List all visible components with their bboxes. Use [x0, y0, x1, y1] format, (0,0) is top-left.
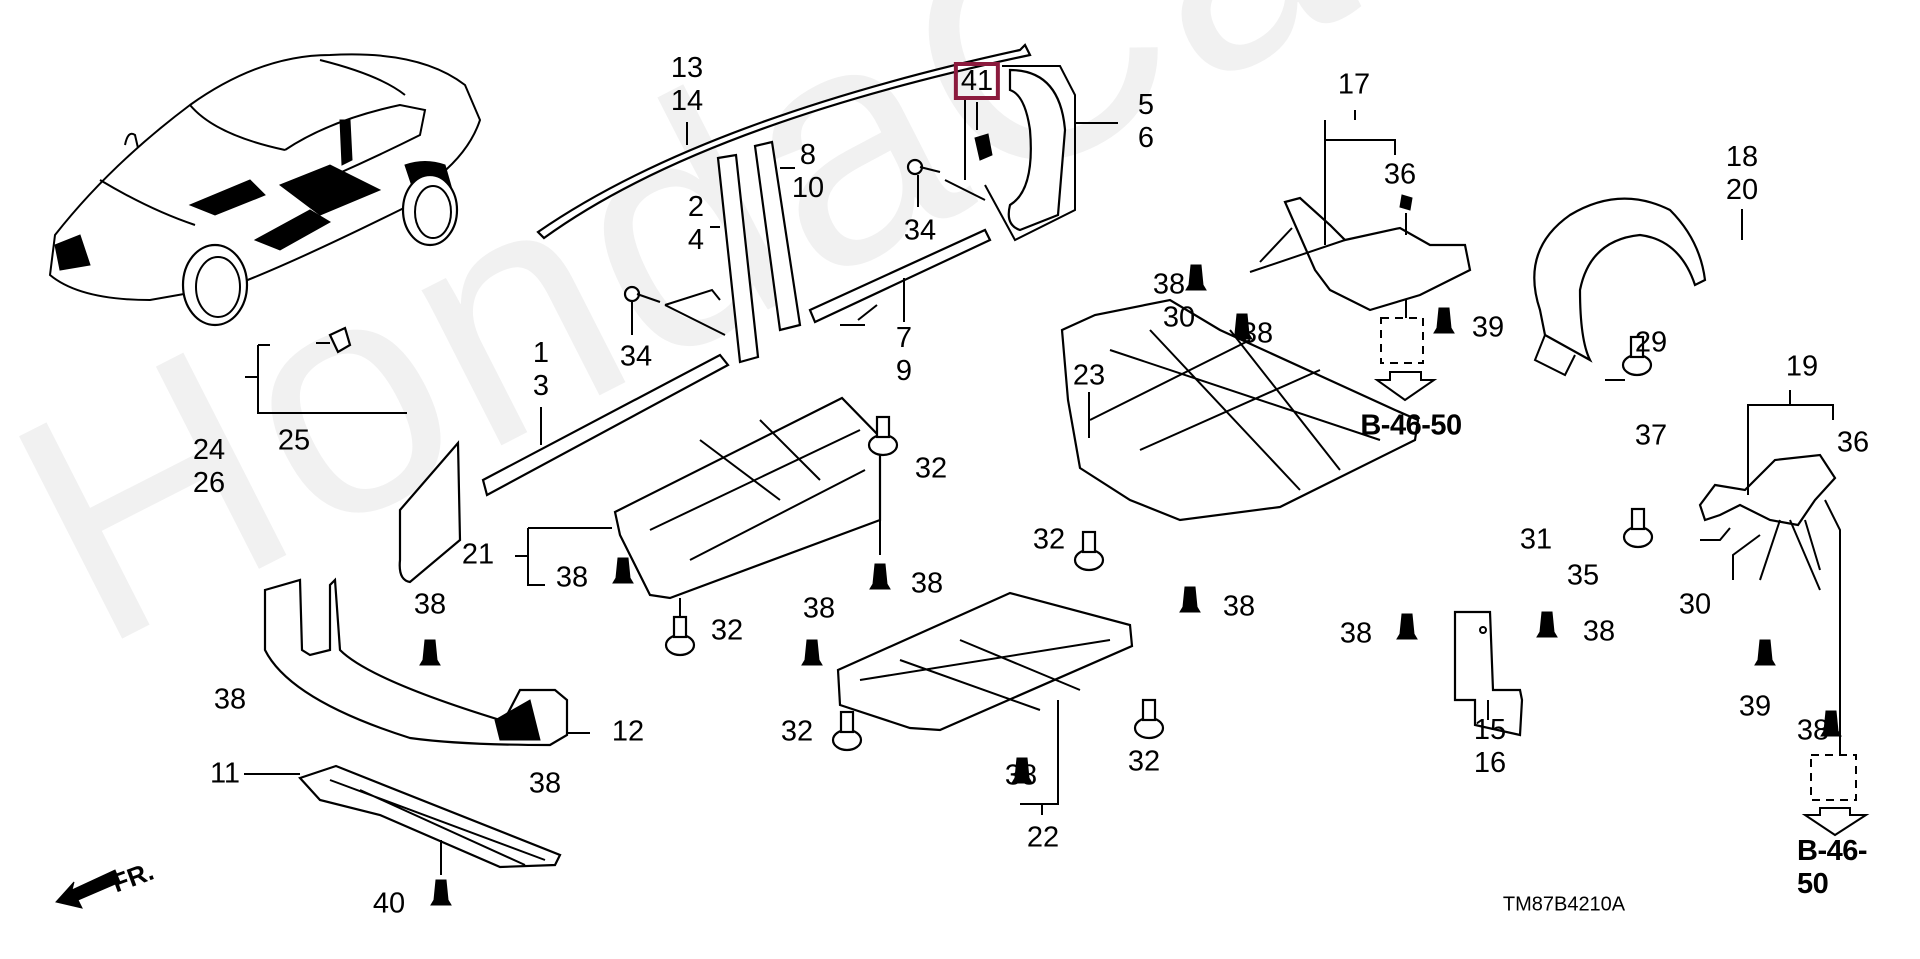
- screw-34-upper: [906, 158, 986, 207]
- front-splash-shield: [244, 764, 562, 875]
- callout-38-floor-a[interactable]: 38: [1222, 590, 1256, 623]
- clip-fastener-icon: [430, 879, 452, 906]
- callout-37[interactable]: 37: [1634, 419, 1668, 452]
- rear-quarter-trim: [964, 65, 1118, 242]
- callout-38-bumper-top[interactable]: 38: [413, 588, 447, 621]
- callout-31[interactable]: 31: [1519, 523, 1553, 556]
- callout-40[interactable]: 40: [372, 887, 406, 920]
- callout-38-bumper-right[interactable]: 38: [528, 767, 562, 800]
- callout-38-bumper-left[interactable]: 38: [213, 683, 247, 716]
- callout-32-middle-b[interactable]: 32: [1127, 745, 1161, 778]
- callout-39-right[interactable]: 39: [1738, 690, 1772, 723]
- screw-34-lower: [623, 285, 726, 336]
- callout-32-floor[interactable]: 32: [1032, 523, 1066, 556]
- callout-29[interactable]: 29: [1634, 326, 1668, 359]
- vehicle-overview-illustration: [48, 53, 482, 327]
- callout-11[interactable]: 11: [209, 757, 241, 790]
- highlighted-part-41[interactable]: 41: [953, 62, 1001, 100]
- front-lower-deflector: [263, 577, 590, 747]
- front-under-cover: [515, 304, 882, 630]
- callout-32-front-a[interactable]: 32: [914, 452, 948, 485]
- clip-fastener-icon: [869, 563, 891, 590]
- callout-38-middle-a[interactable]: 38: [802, 592, 836, 625]
- front-direction-arrow: [55, 869, 121, 909]
- bolt-shank-icon: [1141, 698, 1157, 722]
- bolt-shank-icon: [1629, 335, 1645, 359]
- pillar-garnish-rear: [753, 140, 802, 332]
- callout-38-front-a[interactable]: 38: [555, 561, 589, 594]
- callout-34-lower[interactable]: 34: [619, 340, 653, 373]
- door-corner-garnish: [245, 326, 462, 584]
- reference-link-b-46-50-upper[interactable]: B-46-50: [1360, 409, 1462, 442]
- clip-fastener-icon: [801, 639, 823, 666]
- callout-25[interactable]: 25: [277, 424, 311, 457]
- clip-fastener-icon: [1433, 307, 1455, 334]
- clip-fastener-icon: [1185, 264, 1207, 291]
- fasteners: [419, 264, 1842, 906]
- callout-39-left[interactable]: 39: [1471, 311, 1505, 344]
- callout-36-upper[interactable]: 36: [1383, 158, 1417, 191]
- callout-32-middle-a[interactable]: 32: [780, 715, 814, 748]
- rear-under-cover-left: [1249, 110, 1472, 402]
- clip-fastener-icon: [1754, 639, 1776, 666]
- bolt-shank-icon: [1630, 507, 1646, 531]
- pillar-garnish-front: [710, 153, 760, 364]
- callout-21[interactable]: 21: [461, 538, 495, 571]
- rear-fender-liner: [1533, 197, 1743, 381]
- callout-38-rear-left-a[interactable]: 38: [1152, 268, 1186, 301]
- callout-35[interactable]: 35: [1566, 559, 1600, 592]
- callout-30-left[interactable]: 30: [1162, 301, 1196, 334]
- callout-22[interactable]: 22: [1026, 821, 1060, 854]
- clip-fastener-icon: [1011, 757, 1033, 784]
- rear-door-molding: [808, 228, 992, 324]
- bolt-shank-icon: [875, 415, 891, 439]
- front-door-molding: [481, 353, 730, 497]
- callout-38-floor-b[interactable]: 38: [1339, 617, 1373, 650]
- callout-23[interactable]: 23: [1072, 359, 1106, 392]
- clip-fastener-icon: [1179, 586, 1201, 613]
- callout-38-rear-right-a[interactable]: 38: [1582, 615, 1616, 648]
- callout-36-lower[interactable]: 36: [1836, 426, 1870, 459]
- callout-12[interactable]: 12: [611, 715, 645, 748]
- clip-fastener-icon: [419, 639, 441, 666]
- callout-38-front-b[interactable]: 38: [910, 567, 944, 600]
- clip-fastener-icon: [612, 557, 634, 584]
- bolt-shank-icon: [1081, 530, 1097, 554]
- callout-32-front-b[interactable]: 32: [710, 614, 744, 647]
- bracket: [1453, 610, 1524, 737]
- rear-under-cover-right: [1698, 390, 1870, 837]
- floor-under-cover: [1060, 298, 1420, 522]
- clip-fastener-icon: [1396, 613, 1418, 640]
- reference-link-b-46-50-lower[interactable]: B-46-50: [1797, 835, 1868, 900]
- callout-17[interactable]: 17: [1337, 68, 1371, 101]
- bolt-shank-icon: [839, 710, 855, 734]
- drawing-code: TM87B4210A: [1502, 893, 1626, 916]
- callout-34-upper[interactable]: 34: [903, 214, 937, 247]
- callout-38-rear-left-b[interactable]: 38: [1240, 317, 1274, 350]
- callout-30-right[interactable]: 30: [1678, 588, 1712, 621]
- callout-19[interactable]: 19: [1785, 350, 1819, 383]
- callout-38-rear-right-b[interactable]: 38: [1796, 714, 1830, 747]
- middle-under-cover: [836, 591, 1134, 815]
- clip-fastener-icon: [1231, 313, 1253, 340]
- clip-fastener-icon: [1536, 611, 1558, 638]
- callout-38-middle-b[interactable]: 38: [1004, 759, 1038, 792]
- bolt-shank-icon: [672, 615, 688, 639]
